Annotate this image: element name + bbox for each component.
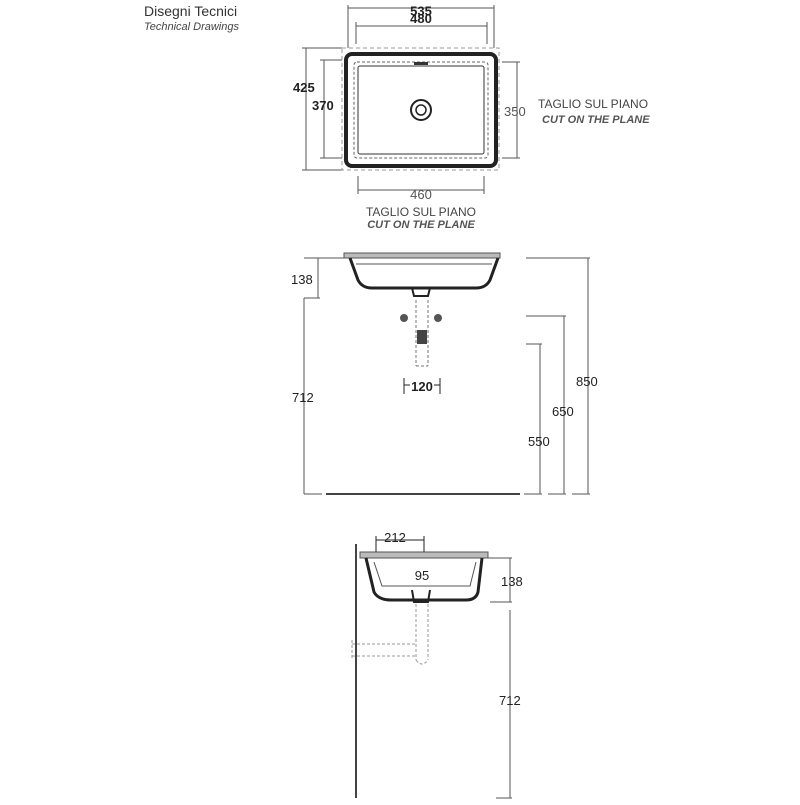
basin-body [348,257,500,290]
side-waste-trap [351,604,429,665]
drain-tail [411,287,431,297]
side-countertop [359,551,489,559]
dim-cut-width: 460 [410,187,432,202]
tap-right-icon [434,314,442,322]
cut-label-it-bottom: TAGLIO SUL PIANO [366,205,476,219]
cut-label-en-bottom: CUT ON THE PLANE [367,219,475,231]
overflow-slot [414,62,428,65]
basin-bowl [357,65,485,155]
dim-inner-width: 480 [410,11,432,26]
drawing-title: Disegni Tecnici [144,3,238,19]
drawing-subtitle: Technical Drawings [144,21,239,33]
dim-drain-offset: 212 [384,530,406,545]
cut-outline [341,47,500,171]
dim-height-650: 650 [552,404,574,419]
dim-front-basin-height: 138 [291,272,313,287]
dim-side-basin-height: 138 [501,574,523,589]
cut-label-en: CUT ON THE PLANE [542,114,650,126]
tap-left-icon [400,314,408,322]
dim-front-drain-to-floor: 712 [292,390,314,405]
drain-inner-icon [415,104,427,116]
trap-nut [417,330,427,344]
side-basin-inner [373,561,477,587]
dim-height-550: 550 [528,434,550,449]
top-view: 535 480 425 370 350 TAGLIO SUL PIANO CUT… [293,4,650,231]
dim-drain-width: 120 [411,379,433,394]
dim-bowl-depth: 95 [415,568,429,583]
front-view: 120 138 712 [291,252,598,495]
cut-label-it: TAGLIO SUL PIANO [538,97,648,111]
dim-side-floor-height: 712 [499,693,521,708]
dim-inner-depth: 370 [312,98,334,113]
countertop [343,252,501,259]
dim-overall-depth: 425 [293,80,315,95]
waste-trap [415,300,429,367]
basin-rim [344,52,498,168]
basin-inner [353,61,489,159]
dim-cut-depth: 350 [504,104,526,119]
side-drain-tail [411,589,431,603]
drain-hole-icon [410,99,432,121]
dim-overall-width: 535 [410,4,432,19]
side-view: 212 95 138 712 [351,530,523,799]
dim-total-height: 850 [576,374,598,389]
